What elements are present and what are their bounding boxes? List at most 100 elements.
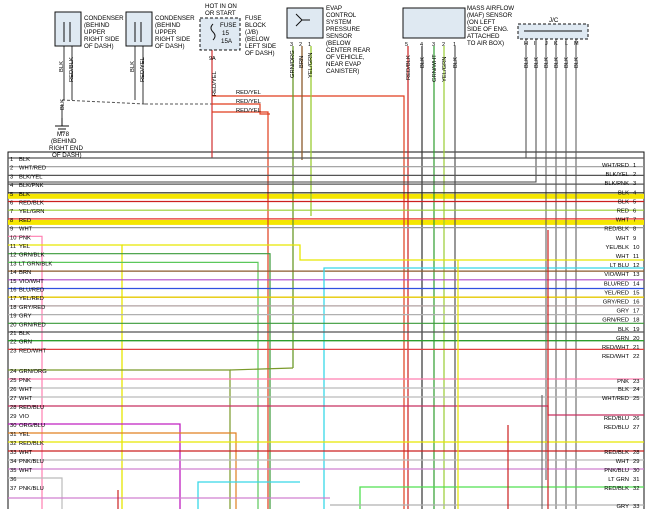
right-pin-label: YEL/BLK xyxy=(605,245,629,251)
right-pin-num: 9 xyxy=(633,236,636,242)
left-pin-label: YEL xyxy=(19,244,31,250)
jc-wire-to-pin-4 xyxy=(8,62,537,183)
maf-wire-blk: BLK xyxy=(420,57,426,68)
highlight-red-wire xyxy=(8,219,644,225)
jc-pin-l: L xyxy=(565,41,568,47)
left-pin-label: WHT xyxy=(19,468,33,474)
right-pin-label: BLU/RED xyxy=(604,281,629,287)
left-pin-num: 2 xyxy=(10,166,13,172)
right-pin-label: WHT/RED xyxy=(602,163,629,169)
right-pin-num: 3 xyxy=(633,181,636,187)
evap-pin-3: 3 xyxy=(290,42,293,48)
left-pin-label: YEL/RED xyxy=(19,296,44,302)
left-pin-label: RED/BLU xyxy=(19,405,44,411)
maf-label-3: SIDE OF ENG. xyxy=(467,26,509,33)
right-pin-label: BLK xyxy=(618,387,629,393)
left-pin-num: 8 xyxy=(10,218,13,224)
left-pin-num: 19 xyxy=(10,314,16,320)
condenser-1: CONDENSER (BEHIND UPPER RIGHT SIDE OF DA… xyxy=(54,11,124,50)
jc-wire-l: BLK xyxy=(564,57,570,68)
jc-wire-to-pin-1 xyxy=(8,60,527,159)
evap-sensor-box xyxy=(286,7,324,39)
redyel-branch-1-wire xyxy=(212,95,405,509)
jc-wire-j: BLK xyxy=(544,57,550,68)
right-pin-label: GRN/RED xyxy=(602,318,629,324)
maf-pin-1: 1 xyxy=(453,42,456,48)
left-pin-num: 30 xyxy=(10,423,16,429)
fuse-block-label-4: LEFT SIDE xyxy=(245,43,276,50)
left-pin-label: LT GRN/BLK xyxy=(19,261,52,267)
fuse-block-label-5: OF DASH) xyxy=(245,50,275,57)
left-pin-num: 28 xyxy=(10,405,16,411)
fuse-block-label-0: FUSE xyxy=(245,15,262,22)
redyel-branch-2-wire xyxy=(212,103,270,115)
grnorg-wire-24-b xyxy=(229,367,294,371)
maf-label-5: TO AIR BOX) xyxy=(467,40,504,47)
ltgrn-wire-13 xyxy=(8,261,259,509)
fuse-block-label-1: BLOCK xyxy=(245,22,267,29)
right-pin-label: BLK/PNK xyxy=(605,181,630,187)
redyel-branch-1: RED/YEL xyxy=(236,90,262,96)
right-pin-label: RED/BLK xyxy=(604,486,629,492)
evap-label-7: OF VEHICLE, xyxy=(326,54,365,61)
fuse-label: FUSE xyxy=(220,22,237,29)
left-pin-num: 11 xyxy=(10,244,16,250)
cond2-wire-blk: BLK xyxy=(130,61,136,72)
right-pin-num: 32 xyxy=(633,486,639,492)
left-pin-num: 3 xyxy=(10,174,13,180)
condenser-2-label-4: OF DASH) xyxy=(155,43,185,50)
right-pin-label: GRN xyxy=(616,336,629,342)
left-pin-num: 10 xyxy=(10,235,16,241)
ground-label-3: OF DASH) xyxy=(52,152,82,159)
ground-label-2: RIGHT END xyxy=(49,145,83,152)
condenser-2-box xyxy=(125,11,153,47)
right-pin-num: 33 xyxy=(633,504,639,509)
left-pin-num: 1 xyxy=(10,157,13,163)
right-pin-num: 27 xyxy=(633,425,639,431)
right-pin-label: VIO/WHT xyxy=(604,272,629,278)
right-pin-label: RED xyxy=(617,209,629,215)
orgblu-wire-30 xyxy=(8,432,237,509)
right-pin-num: 26 xyxy=(633,416,639,422)
right-pin-label: RED/WHT xyxy=(602,354,630,360)
grnblk-wire-12 xyxy=(8,253,271,509)
maf-label-0: MASS AIRFLOW xyxy=(467,5,514,12)
right-pin-label: BLK xyxy=(618,327,629,333)
left-pin-label: BLK/PNK xyxy=(19,183,44,189)
left-pin-num: 14 xyxy=(10,270,17,276)
condenser-1-box xyxy=(54,11,82,47)
jc-pin-h: H xyxy=(524,41,528,47)
right-pin-label: YEL/RED xyxy=(604,290,629,296)
evap-label-3: PRESSURE xyxy=(326,26,360,33)
maf-wire-blk-2: BLK xyxy=(453,57,459,68)
evap-sensor: EVAP CONTROL SYSTEM PRESSURE SENSOR (BEL… xyxy=(286,5,371,75)
maf-pin-5: 5 xyxy=(405,42,408,48)
left-pin-label: GRN/RED xyxy=(19,322,46,328)
right-pin-num: 22 xyxy=(633,354,639,360)
left-pin-num: 36 xyxy=(10,477,16,483)
right-pin-label: RED/WHT xyxy=(602,345,630,351)
left-pin-num: 7 xyxy=(10,209,13,215)
right-pin-num: 8 xyxy=(633,227,636,233)
left-pin-num: 35 xyxy=(10,468,16,474)
cond1-wire-blk: BLK xyxy=(59,61,65,72)
left-pin-num: 5 xyxy=(10,192,13,198)
right-pin-num: 4 xyxy=(633,190,637,196)
left-pin-num: 18 xyxy=(10,305,16,311)
ground-label-0: M78 xyxy=(57,131,70,138)
left-pin-label: BLK xyxy=(19,192,30,198)
right-pin-num: 16 xyxy=(633,300,639,306)
left-pin-num: 15 xyxy=(10,279,16,285)
evap-wire-yelgrn: YEL/GRN xyxy=(308,53,314,78)
highlight-blk-wire xyxy=(8,193,644,199)
right-pin-label: RED/BLU xyxy=(604,425,629,431)
left-pin-num: 13 xyxy=(10,261,16,267)
right-pin-label: WHT xyxy=(616,236,630,242)
left-pin-label: VIO/WHT xyxy=(19,279,44,285)
condenser-1-label-2: UPPER xyxy=(84,29,106,36)
maf-sensor: MASS AIRFLOW (MAF) SENSOR (ON LEFT SIDE … xyxy=(402,5,514,48)
right-pin-label: PNK xyxy=(617,379,629,385)
left-pin-label: YEL xyxy=(19,432,31,438)
left-pin-label: WHT xyxy=(19,396,33,402)
condenser-2-label-2: UPPER xyxy=(155,29,177,36)
